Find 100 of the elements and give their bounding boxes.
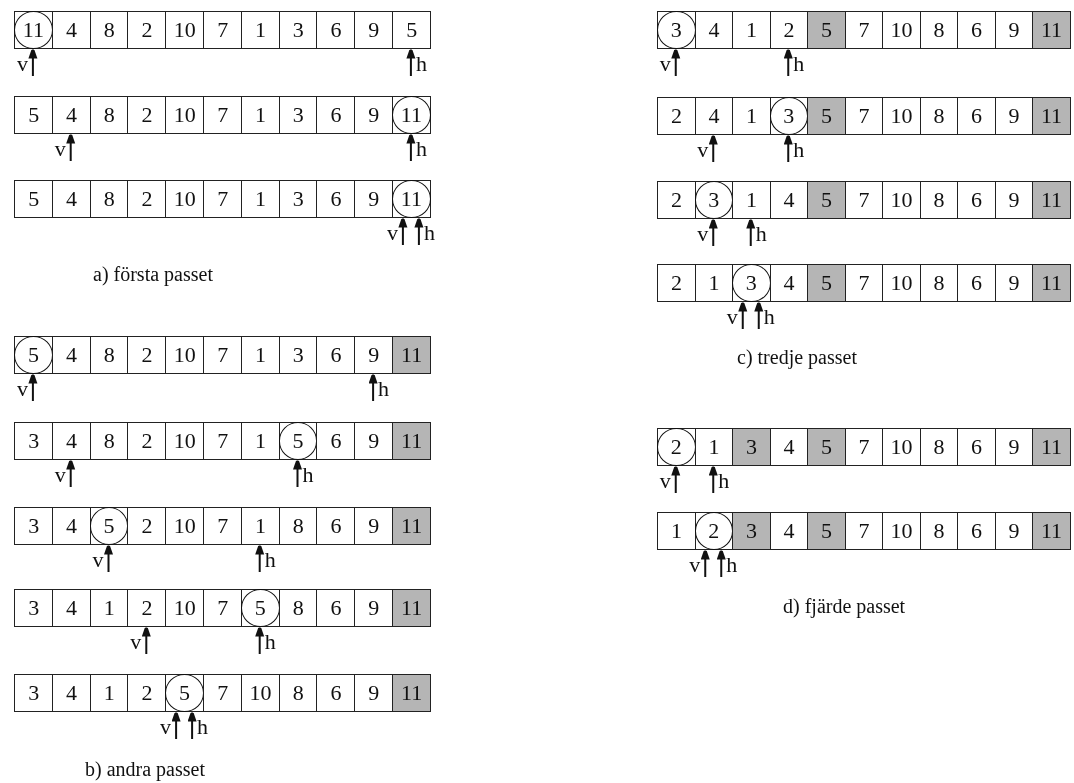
array-cell: 10 [882, 11, 921, 49]
array-cell: 6 [957, 11, 996, 49]
array-cell: 3 [278, 180, 318, 218]
array-cell: 1 [240, 507, 281, 545]
array-cell: 11 [392, 589, 432, 627]
pointer-label: h [763, 307, 777, 329]
array-cell: 10 [882, 97, 921, 135]
pointer-label: v [695, 140, 709, 162]
array-cell: 11 [1032, 11, 1071, 49]
array-cell: 9 [994, 428, 1034, 466]
pointer-label: h [302, 465, 316, 487]
array-cell: 4 [769, 181, 809, 219]
caption: d) fjärde passet [783, 595, 906, 618]
pointer-label: h [264, 632, 278, 654]
array-cell: 11 [1032, 264, 1071, 302]
array-cell: 4 [51, 336, 92, 374]
array-cell: 7 [844, 512, 884, 550]
pointer-label: h [793, 54, 807, 76]
array-cell: 1 [694, 264, 734, 302]
array-cell: 7 [844, 11, 884, 49]
array-cell: 6 [316, 180, 356, 218]
pointer-label: h [378, 379, 392, 401]
array-cell: 7 [203, 674, 243, 712]
array-cell: 4 [51, 674, 92, 712]
caption: a) första passet [93, 263, 213, 286]
array-cell: 8 [919, 97, 959, 135]
array-cell: 1 [657, 512, 696, 550]
array-cell: 7 [203, 180, 243, 218]
pointer-label: v [52, 139, 66, 161]
array-cell: 6 [957, 181, 996, 219]
array-cell: 9 [354, 589, 394, 627]
array-cell: 11 [1032, 181, 1071, 219]
pointer-label: h [415, 54, 429, 76]
array-cell: 10 [165, 96, 205, 134]
array-cell: 2 [657, 181, 696, 219]
pointer-label: v [14, 379, 28, 401]
array-cell: 2 [127, 674, 167, 712]
array-cell: 5 [807, 512, 846, 550]
array-cell: 3 [14, 674, 54, 712]
array-cell: 10 [882, 264, 921, 302]
array-cell: 1 [732, 181, 771, 219]
caption: b) andra passet [85, 758, 205, 781]
array-cell: 7 [844, 97, 884, 135]
array-cell: 9 [354, 422, 394, 460]
array-cell: 11 [1032, 428, 1071, 466]
array-cell: 3 [14, 422, 54, 460]
array-cell: 9 [994, 181, 1034, 219]
array-cell: 8 [919, 11, 959, 49]
array-cell: 4 [769, 264, 809, 302]
array-cell: 9 [994, 512, 1034, 550]
array-cell: 1 [240, 422, 281, 460]
array-cell: 9 [994, 11, 1034, 49]
array-cell: 9 [354, 96, 394, 134]
array-cell: 4 [51, 589, 92, 627]
array-cell: 10 [165, 180, 205, 218]
array-cell: 2 [127, 180, 167, 218]
array-cell: 8 [278, 507, 318, 545]
array-cell: 5 [14, 180, 54, 218]
array-cell: 4 [694, 11, 734, 49]
array-cell: 9 [354, 11, 394, 49]
array-cell: 9 [354, 180, 394, 218]
pointer-label: h [197, 717, 211, 739]
array-cell: 1 [240, 11, 281, 49]
pointer-label: v [52, 465, 66, 487]
array-cell: 11 [1032, 512, 1071, 550]
array-cell: 6 [316, 96, 356, 134]
pointer-label: v [657, 471, 671, 493]
array-cell: 8 [89, 336, 129, 374]
array-cell: 2 [769, 11, 809, 49]
array-cell: 10 [882, 428, 921, 466]
array-cell: 4 [51, 11, 92, 49]
pointer-label: h [755, 224, 769, 246]
array-cell: 2 [127, 589, 167, 627]
pointer-label: v [128, 632, 142, 654]
array-cell: 11 [392, 507, 432, 545]
array-cell: 2 [127, 11, 167, 49]
array-cell: 2 [657, 264, 696, 302]
array-cell: 6 [316, 11, 356, 49]
array-cell: 8 [919, 512, 959, 550]
array-cell: 6 [957, 264, 996, 302]
array-cell: 7 [844, 264, 884, 302]
pointer-label: v [724, 307, 738, 329]
array-cell: 6 [957, 97, 996, 135]
array-cell: 7 [203, 96, 243, 134]
pointer-label: h [718, 471, 732, 493]
array-cell: 1 [732, 11, 771, 49]
array-cell: 8 [919, 428, 959, 466]
array-cell: 5 [807, 97, 846, 135]
pointer-label: v [657, 54, 671, 76]
pointer-label: h [415, 139, 429, 161]
array-cell: 2 [127, 96, 167, 134]
array-cell: 10 [165, 336, 205, 374]
array-cell: 1 [89, 674, 129, 712]
array-cell: 6 [957, 512, 996, 550]
array-cell: 10 [165, 11, 205, 49]
array-cell: 8 [89, 96, 129, 134]
array-cell: 5 [14, 96, 54, 134]
array-cell: 7 [203, 11, 243, 49]
array-cell: 9 [994, 97, 1034, 135]
array-cell: 8 [89, 11, 129, 49]
